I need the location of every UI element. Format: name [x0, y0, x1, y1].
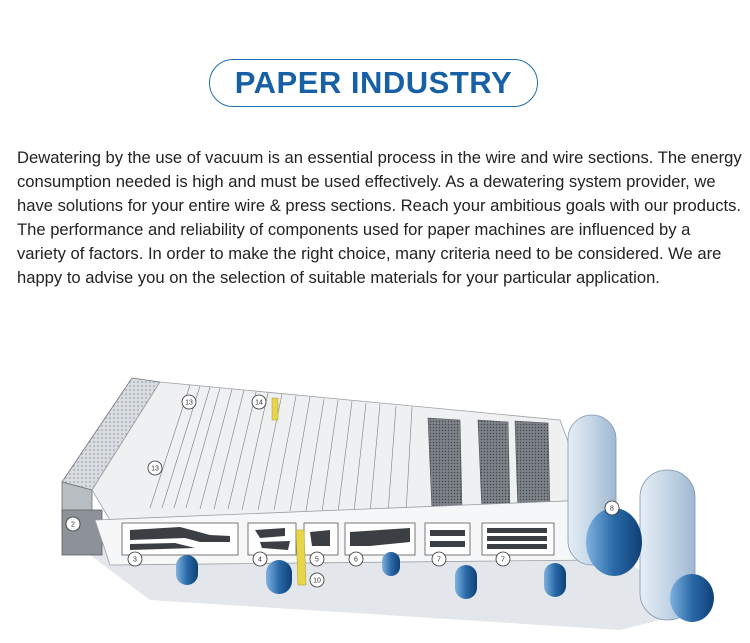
callout-8: 8: [610, 506, 614, 513]
profile-shapes: [130, 527, 547, 550]
intro-paragraph-2: The performance and reliability of compo…: [17, 220, 722, 287]
callout-2: 2: [71, 522, 75, 529]
support-rolls: [176, 552, 566, 599]
forming-table: [91, 381, 591, 521]
intro-text: Dewatering by the use of vacuum is an es…: [17, 146, 742, 290]
yellow-part-14: [271, 397, 279, 421]
callout-3: 3: [133, 557, 137, 564]
foil-strips: [149, 384, 413, 514]
couch-roll: [586, 508, 642, 576]
callout-10: 10: [313, 578, 321, 585]
page-title: PAPER INDUSTRY: [234, 65, 513, 100]
yellow-part-10: [295, 529, 307, 586]
callout-6: 6: [354, 557, 358, 564]
suction-box-1: [427, 417, 463, 511]
callout-7a: 7: [437, 557, 441, 564]
intro-paragraph-1: Dewatering by the use of vacuum is an es…: [17, 148, 742, 215]
turning-roll: [670, 574, 714, 622]
callout-14: 14: [255, 400, 263, 407]
callout-13a: 13: [185, 400, 193, 407]
callouts: 13 14 13 2 3 4 5 10 6 7 7 8: [65, 394, 620, 588]
callout-4: 4: [258, 557, 262, 564]
suction-box-3: [514, 420, 551, 513]
callout-13b: 13: [151, 466, 159, 473]
callout-5: 5: [315, 557, 319, 564]
title-pill: PAPER INDUSTRY: [209, 59, 538, 107]
suction-box-2: [477, 419, 511, 513]
paper-machine-diagram: 13 14 13 2 3 4 5 10 6 7 7 8: [61, 377, 714, 630]
callout-7b: 7: [501, 557, 505, 564]
